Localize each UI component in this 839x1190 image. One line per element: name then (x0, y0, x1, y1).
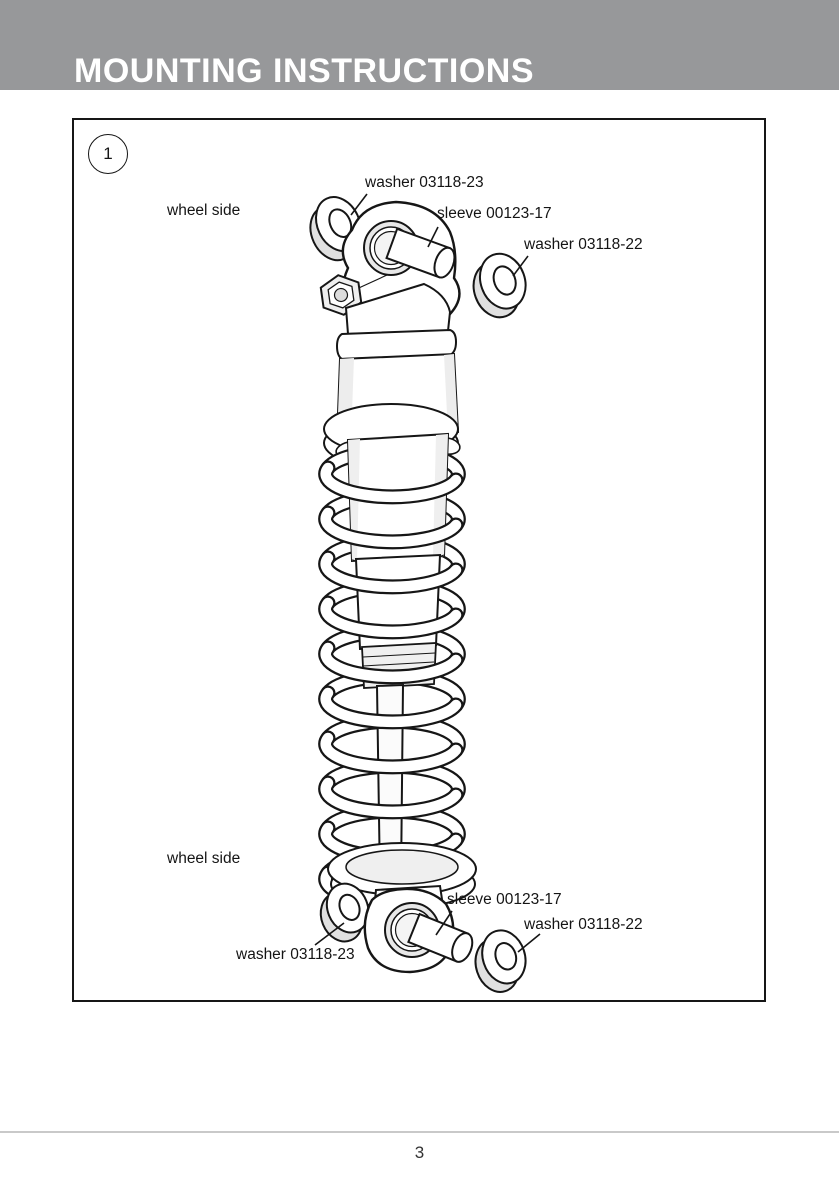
footer-divider (0, 1131, 839, 1133)
label-top-washer-03118-23: washer 03118-23 (365, 174, 484, 191)
label-bottom-wheel-side: wheel side (167, 850, 241, 867)
step-number-badge: 1 (88, 134, 128, 174)
label-top-washer-03118-22: washer 03118-22 (524, 236, 643, 253)
leader-bottom-washer-right (517, 933, 541, 953)
label-top-wheel-side: wheel side (167, 202, 241, 219)
page-title: MOUNTING INSTRUCTIONS (74, 52, 535, 90)
top-washer-right-part (472, 252, 527, 319)
step-number: 1 (103, 144, 113, 163)
leader-bottom-washer (314, 922, 345, 946)
leader-bottom-sleeve (435, 910, 453, 936)
leader-lines (314, 193, 541, 953)
bottom-washer-right-part (474, 929, 527, 993)
leader-top-washer-right (512, 255, 529, 277)
page-number: 3 (414, 1143, 425, 1162)
label-bottom-washer-03118-22: washer 03118-22 (524, 916, 643, 933)
hex-bolt (319, 274, 363, 316)
label-bottom-sleeve-00123-17: sleeve 00123-17 (447, 891, 562, 908)
leader-top-sleeve (427, 226, 439, 248)
label-top-sleeve-00123-17: sleeve 00123-17 (437, 205, 552, 222)
top-sleeve-part (385, 227, 456, 279)
leader-top-washer (350, 193, 368, 216)
bottom-washer-part (319, 882, 370, 943)
bottom-sleeve-part (407, 912, 474, 963)
header-bar: MOUNTING INSTRUCTIONS (0, 0, 839, 90)
label-bottom-washer-03118-23: washer 03118-23 (236, 946, 355, 963)
